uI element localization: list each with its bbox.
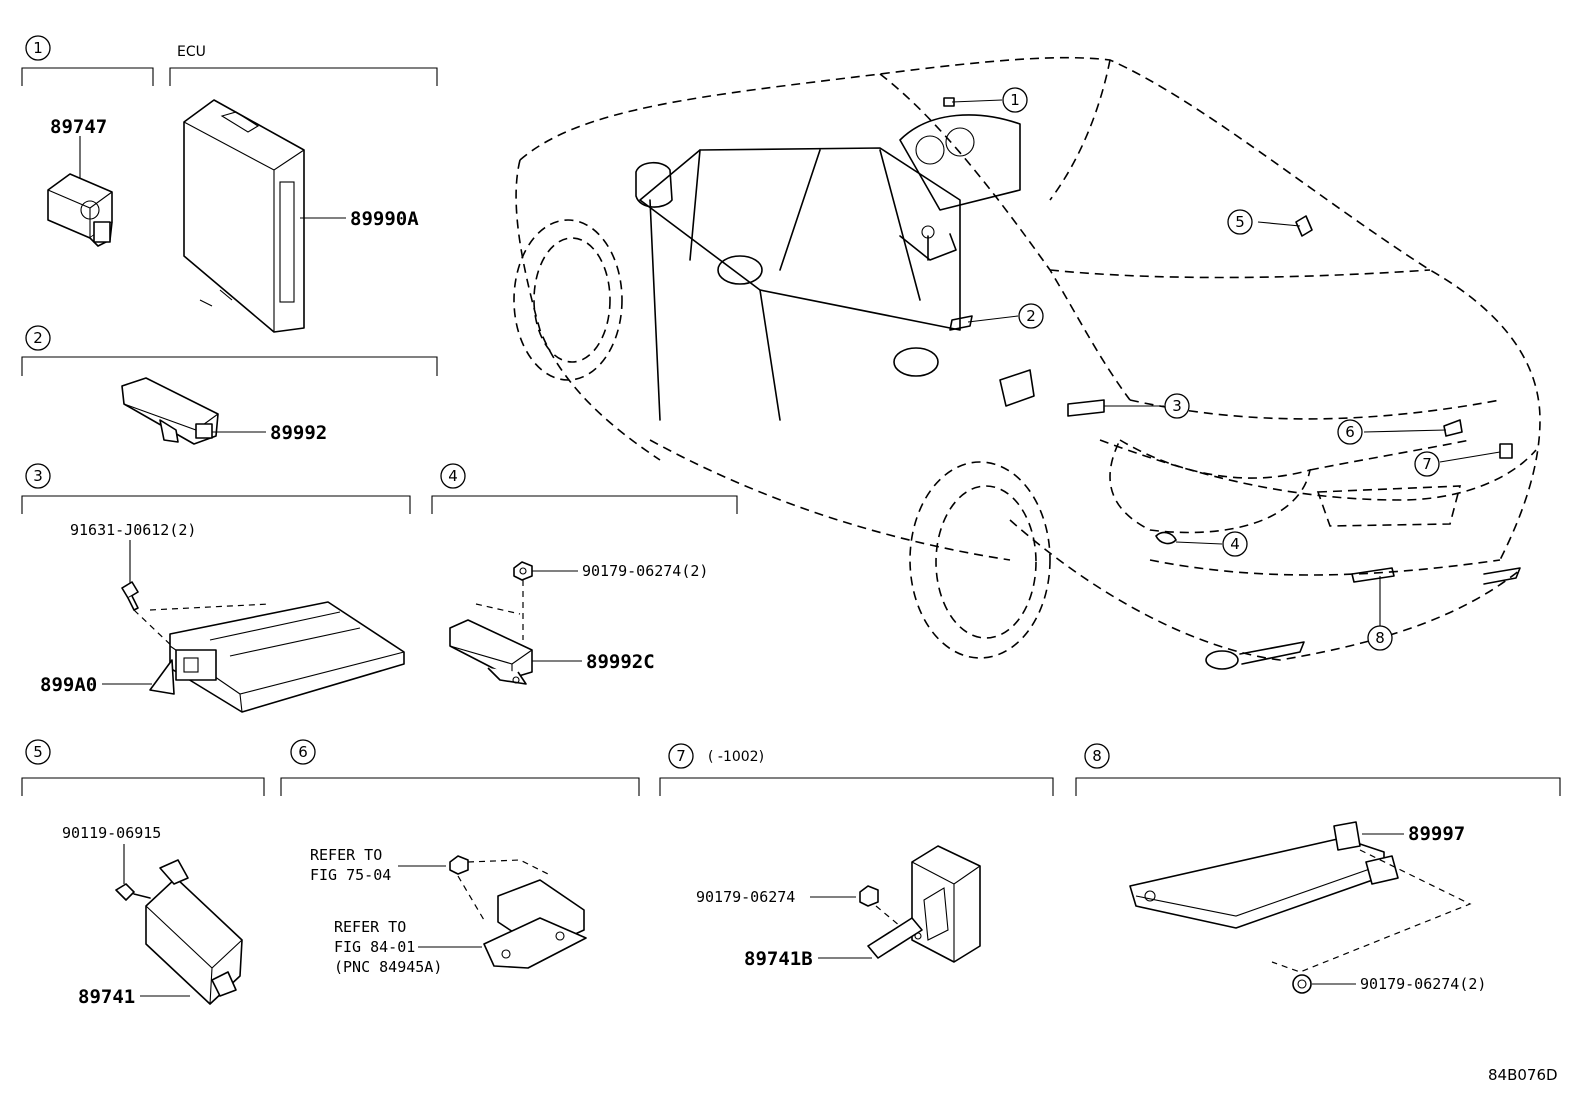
part-number-89992: 89992 <box>270 422 327 444</box>
section-7: 7 ( -1002) 90179-06274 89741B <box>659 743 1054 970</box>
part-number-89997: 89997 <box>1408 823 1465 845</box>
part-number-89747: 89747 <box>50 116 107 138</box>
car-callout-1 <box>1002 87 1028 113</box>
car-callout-5 <box>1227 209 1253 235</box>
car-callout-5-number: 5 <box>1235 213 1245 231</box>
part-number-90179-06274-c: 90179-06274(2) <box>1360 975 1486 993</box>
section-8: 8 89997 90179-06274(2) <box>1075 743 1561 994</box>
diagram-code: 84B076D <box>1488 1066 1558 1084</box>
section-2-marker <box>25 325 51 351</box>
section-5-number: 5 <box>33 743 43 761</box>
part-89747-drawing <box>47 173 113 247</box>
part-number-89741B: 89741B <box>744 948 813 970</box>
section-6: 6 REFER TO FIG 75-04 REFER TO FIG 84-01 … <box>280 739 640 976</box>
section-1-marker <box>25 35 51 61</box>
car-callout-8-number: 8 <box>1375 629 1385 647</box>
bolt-90119-drawing <box>115 883 151 901</box>
section-2: 2 89992 <box>21 325 438 445</box>
part-89992-drawing <box>121 377 219 445</box>
section-8-marker <box>1084 743 1110 769</box>
section-6-marker <box>290 739 316 765</box>
part-number-89992C: 89992C <box>586 651 655 673</box>
car-callout-6 <box>1337 419 1363 445</box>
part-number-90179-06274-b: 90179-06274 <box>696 888 795 906</box>
car-callout-4-number: 4 <box>1230 535 1240 553</box>
part-89997-drawing <box>1129 821 1399 929</box>
car-callout-6-number: 6 <box>1345 423 1355 441</box>
car-callout-2 <box>1018 303 1044 329</box>
car-callout-4 <box>1222 531 1248 557</box>
part-number-89990A: 89990A <box>350 208 419 230</box>
section-5: 5 90119-06915 89741 <box>21 739 265 1008</box>
section-6-number: 6 <box>298 743 308 761</box>
part-number-899A0: 899A0 <box>40 674 97 696</box>
section-4-marker <box>440 463 466 489</box>
car-callout-3-number: 3 <box>1172 397 1182 415</box>
section-4-number: 4 <box>448 467 458 485</box>
nut-90179-drawing-b <box>859 885 879 907</box>
car-callout-2-number: 2 <box>1026 307 1036 325</box>
part-number-89741: 89741 <box>78 986 135 1008</box>
nut-90179-drawing-c <box>1292 974 1312 994</box>
section-3: 3 91631-J0612(2) 899A0 <box>21 463 411 713</box>
section-7-note: ( -1002) <box>708 749 764 765</box>
part-89992C-drawing <box>449 619 533 685</box>
section-8-number: 8 <box>1092 747 1102 765</box>
car-callout-7-number: 7 <box>1422 455 1432 473</box>
refer-to-label-1: REFER TO <box>310 846 382 864</box>
section-5-marker <box>25 739 51 765</box>
section-3-marker <box>25 463 51 489</box>
refer-fig-75-04: FIG 75-04 <box>310 866 391 884</box>
part-number-91631-J0612: 91631-J0612(2) <box>70 521 196 539</box>
bolt-91631-drawing <box>121 581 139 611</box>
part-89741B-drawing <box>867 845 981 963</box>
refer-to-label-2: REFER TO <box>334 918 406 936</box>
part-899A0-drawing <box>149 601 405 713</box>
section-7-number: 7 <box>676 747 686 765</box>
section-2-number: 2 <box>33 329 43 347</box>
nut-90179-drawing-a <box>513 561 533 581</box>
car-callout-7 <box>1414 451 1440 477</box>
part-number-90119-06915: 90119-06915 <box>62 824 161 842</box>
part-refer-84-01-drawing <box>483 879 587 969</box>
part-89990A-drawing <box>183 99 305 333</box>
ecu-label: ECU <box>177 44 206 60</box>
part-89741-drawing <box>145 859 243 1005</box>
section-4: 4 90179-06274(2) 89992C <box>431 463 738 685</box>
refer-fig-84-01: FIG 84-01 <box>334 938 415 956</box>
car-callout-8 <box>1367 625 1393 651</box>
section-3-number: 3 <box>33 467 43 485</box>
refer-pnc-84945A: (PNC 84945A) <box>334 958 442 976</box>
car-callout-3 <box>1164 393 1190 419</box>
section-1-number: 1 <box>33 39 43 57</box>
car-callouts: 1 2 3 4 5 6 7 8 <box>1002 87 1440 651</box>
section-7-marker <box>668 743 694 769</box>
part-number-90179-06274-a: 90179-06274(2) <box>582 562 708 580</box>
nut-refer-75-04 <box>449 855 469 875</box>
car-callout-1-number: 1 <box>1010 91 1020 109</box>
section-1: 1 ECU 89747 89990A <box>21 35 438 333</box>
